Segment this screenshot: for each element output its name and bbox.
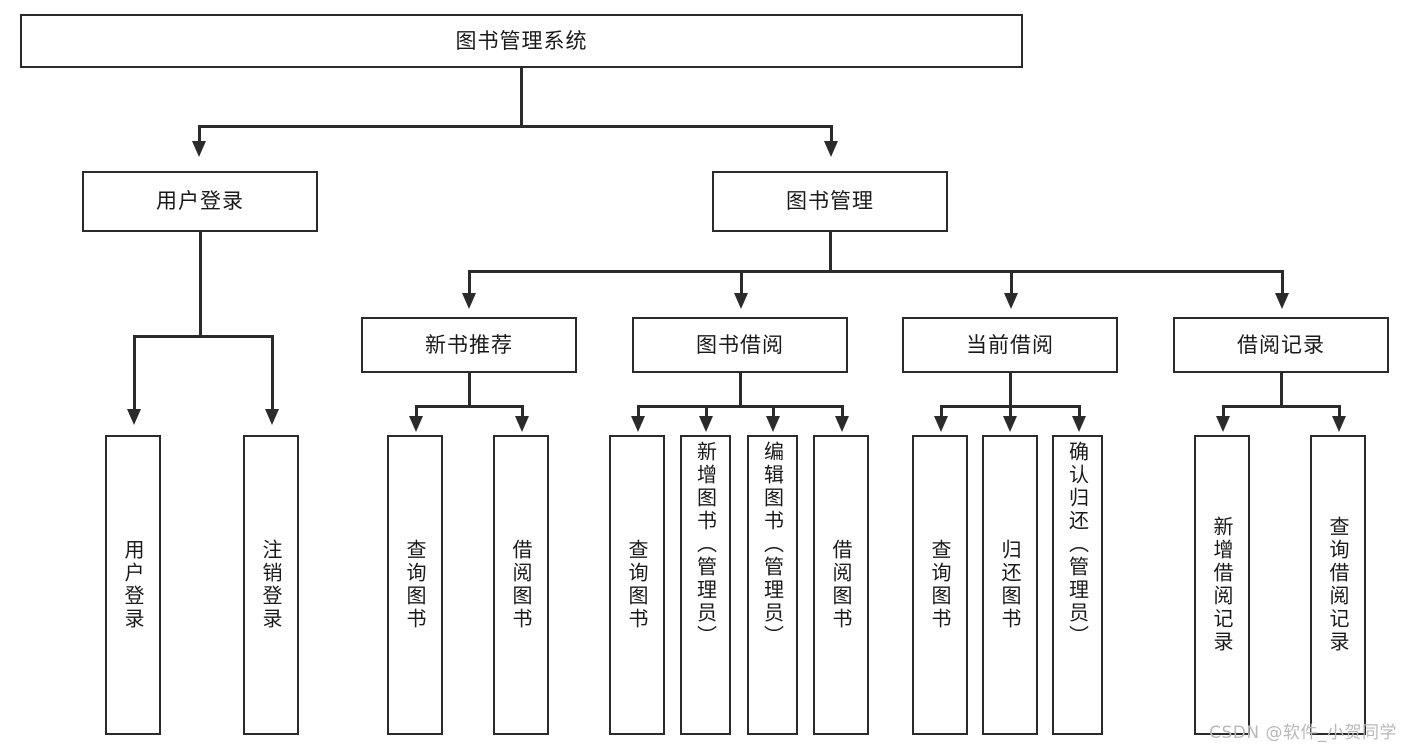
connector-borrow-record-drop-1 — [1338, 405, 1341, 419]
leaf-user-login-logout[interactable]: 注销登录 — [243, 435, 299, 735]
leaf-label: 查询图书 — [928, 539, 952, 631]
arrowhead-level3-3 — [1275, 293, 1289, 309]
arrowhead-current-borrow-0 — [934, 416, 948, 432]
node-current-borrow[interactable]: 当前借阅 — [902, 317, 1118, 373]
connector-user-login-drop-1 — [271, 335, 274, 413]
leaf-borrow-record-query[interactable]: 查询借阅记录 — [1310, 435, 1366, 735]
connector-level3-bar — [468, 270, 1284, 273]
leaf-label: 新增图书（管理员） — [693, 441, 718, 648]
csdn-watermark: CSDN @软件_小贺同学 — [1209, 723, 1397, 743]
leaf-book-borrow-query[interactable]: 查询图书 — [609, 435, 665, 735]
node-borrow-record[interactable]: 借阅记录 — [1173, 317, 1389, 373]
arrowhead-level2-1 — [824, 141, 838, 157]
leaf-label: 借阅图书 — [509, 539, 533, 631]
node-label: 图书管理 — [786, 189, 874, 214]
connector-level3-drop-0 — [468, 270, 471, 296]
connector-book-borrow-stem — [739, 373, 742, 407]
connector-borrow-record-drop-0 — [1222, 405, 1225, 419]
arrowhead-user-login-0 — [127, 409, 141, 425]
node-label: 图书借阅 — [696, 332, 784, 357]
connector-current-borrow-drop-1 — [1009, 405, 1012, 419]
leaf-book-borrow-add[interactable]: 新增图书（管理员） — [680, 435, 731, 735]
connector-book-borrow-drop-3 — [841, 405, 844, 419]
arrowhead-book-borrow-1 — [699, 416, 713, 432]
leaf-borrow-record-add[interactable]: 新增借阅记录 — [1194, 435, 1250, 735]
leaf-new-book-borrow[interactable]: 借阅图书 — [493, 435, 549, 735]
leaf-book-borrow-lend[interactable]: 借阅图书 — [813, 435, 869, 735]
node-label: 图书管理系统 — [455, 28, 588, 53]
leaf-current-borrow-query[interactable]: 查询图书 — [912, 435, 968, 735]
node-book-borrow[interactable]: 图书借阅 — [632, 317, 848, 373]
connector-book-borrow-bar — [637, 405, 843, 408]
connector-level2-drop-1 — [830, 125, 833, 145]
arrowhead-level3-1 — [734, 293, 748, 309]
arrowhead-new-book-1 — [515, 416, 529, 432]
connector-borrow-record-bar — [1222, 405, 1340, 408]
connector-current-borrow-drop-0 — [940, 405, 943, 419]
leaf-label: 查询借阅记录 — [1326, 516, 1350, 654]
connector-book-borrow-drop-1 — [705, 405, 708, 419]
arrowhead-level2-0 — [192, 141, 206, 157]
node-root-system[interactable]: 图书管理系统 — [20, 14, 1023, 68]
leaf-label: 借阅图书 — [829, 539, 853, 631]
connector-user-login-stem — [199, 232, 202, 336]
connector-level3-drop-1 — [740, 270, 743, 296]
node-label: 新书推荐 — [425, 332, 513, 357]
arrowhead-book-borrow-2 — [766, 416, 780, 432]
connector-borrow-record-stem — [1280, 373, 1283, 407]
leaf-current-borrow-return[interactable]: 归还图书 — [982, 435, 1038, 735]
arrowhead-borrow-record-1 — [1332, 416, 1346, 432]
leaf-new-book-query[interactable]: 查询图书 — [387, 435, 443, 735]
arrowhead-new-book-0 — [409, 416, 423, 432]
leaf-label: 注销登录 — [259, 539, 283, 631]
arrowhead-current-borrow-1 — [1003, 416, 1017, 432]
leaf-label: 归还图书 — [998, 539, 1022, 631]
connector-new-book-stem — [468, 373, 471, 407]
arrowhead-level3-2 — [1004, 293, 1018, 309]
node-label: 当前借阅 — [966, 332, 1054, 357]
arrowhead-user-login-1 — [265, 409, 279, 425]
connector-root-stem — [520, 68, 523, 126]
connector-level3-drop-2 — [1010, 270, 1013, 296]
connector-book-mgmt-stem — [829, 232, 832, 272]
connector-new-book-bar — [415, 405, 523, 408]
leaf-user-login-login[interactable]: 用户登录 — [105, 435, 161, 735]
connector-level2-drop-0 — [198, 125, 201, 145]
leaf-label: 用户登录 — [121, 539, 145, 631]
connector-book-borrow-drop-2 — [772, 405, 775, 419]
node-book-management[interactable]: 图书管理 — [712, 171, 948, 232]
connector-current-borrow-stem — [1009, 373, 1012, 407]
connector-current-borrow-drop-2 — [1078, 405, 1081, 419]
leaf-book-borrow-edit[interactable]: 编辑图书（管理员） — [747, 435, 798, 735]
arrowhead-current-borrow-2 — [1072, 416, 1086, 432]
leaf-label: 新增借阅记录 — [1210, 516, 1234, 654]
node-user-login[interactable]: 用户登录 — [82, 171, 318, 232]
connector-level3-drop-3 — [1281, 270, 1284, 296]
connector-new-book-drop-0 — [415, 405, 418, 419]
leaf-label: 查询图书 — [403, 539, 427, 631]
connector-user-login-drop-0 — [133, 335, 136, 413]
node-label: 用户登录 — [156, 189, 244, 214]
leaf-label: 查询图书 — [625, 539, 649, 631]
connector-book-borrow-drop-0 — [637, 405, 640, 419]
connector-new-book-drop-1 — [521, 405, 524, 419]
arrowhead-book-borrow-3 — [835, 416, 849, 432]
connector-level2-bar — [198, 125, 832, 128]
arrowhead-book-borrow-0 — [631, 416, 645, 432]
node-new-book-recommend[interactable]: 新书推荐 — [361, 317, 577, 373]
leaf-label: 确认归还（管理员） — [1065, 441, 1090, 648]
arrowhead-level3-0 — [462, 293, 476, 309]
node-label: 借阅记录 — [1237, 332, 1325, 357]
arrowhead-borrow-record-0 — [1216, 416, 1230, 432]
leaf-label: 编辑图书（管理员） — [760, 441, 785, 648]
leaf-current-borrow-confirm[interactable]: 确认归还（管理员） — [1052, 435, 1103, 735]
connector-user-login-bar — [133, 335, 273, 338]
